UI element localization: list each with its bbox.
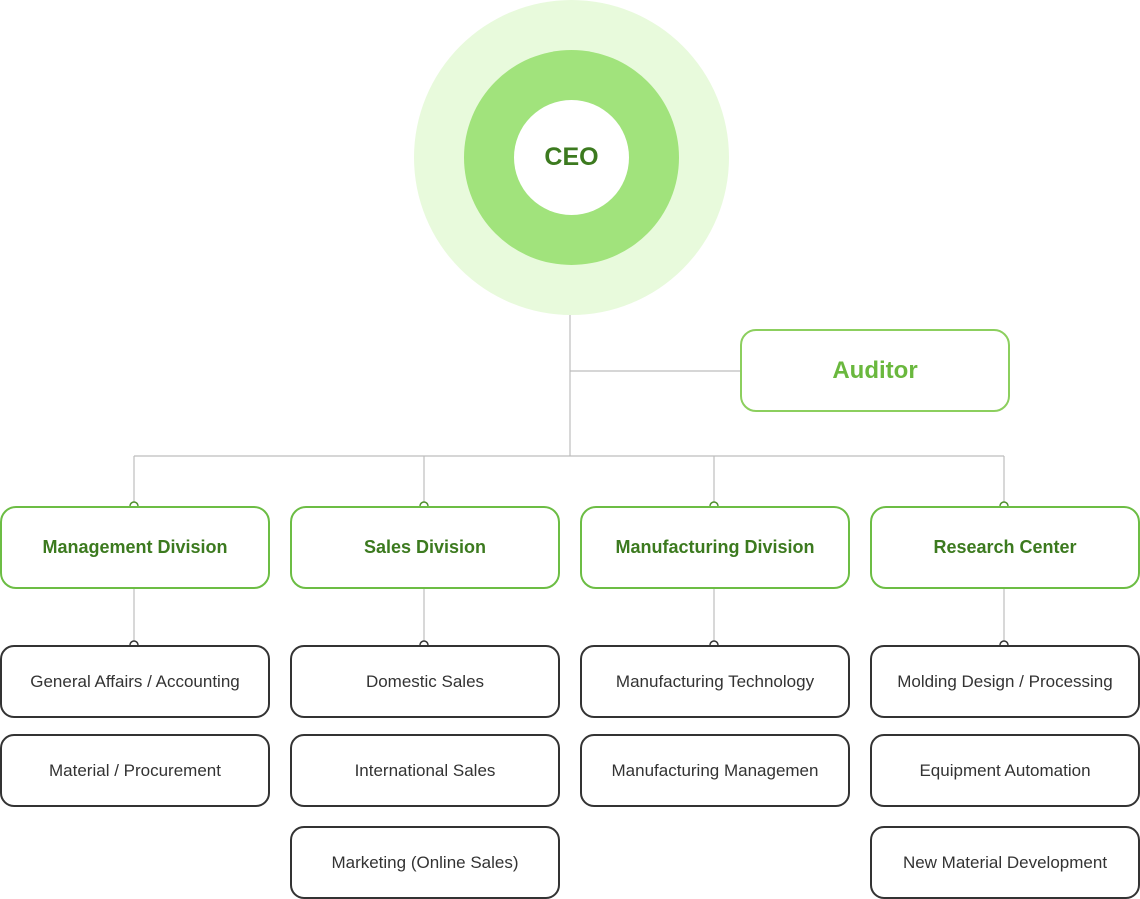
dept-general-affairs-accounting: General Affairs / Accounting [0, 645, 270, 718]
dept-marketing-online-sales: Marketing (Online Sales) [290, 826, 560, 899]
dept-molding-design-processing: Molding Design / Processing [870, 645, 1140, 718]
dept-manufacturing-technology: Manufacturing Technology [580, 645, 850, 718]
dept-equipment-automation: Equipment Automation [870, 734, 1140, 807]
auditor-node: Auditor [740, 329, 1010, 412]
division-research: Research Center [870, 506, 1140, 589]
dept-manufacturing-management: Manufacturing Managemen [580, 734, 850, 807]
dept-international-sales: International Sales [290, 734, 560, 807]
dept-domestic-sales: Domestic Sales [290, 645, 560, 718]
dept-material-procurement: Material / Procurement [0, 734, 270, 807]
division-manufacturing: Manufacturing Division [580, 506, 850, 589]
ceo-node: CEO [514, 100, 629, 215]
division-sales: Sales Division [290, 506, 560, 589]
division-management: Management Division [0, 506, 270, 589]
dept-new-material-development: New Material Development [870, 826, 1140, 899]
